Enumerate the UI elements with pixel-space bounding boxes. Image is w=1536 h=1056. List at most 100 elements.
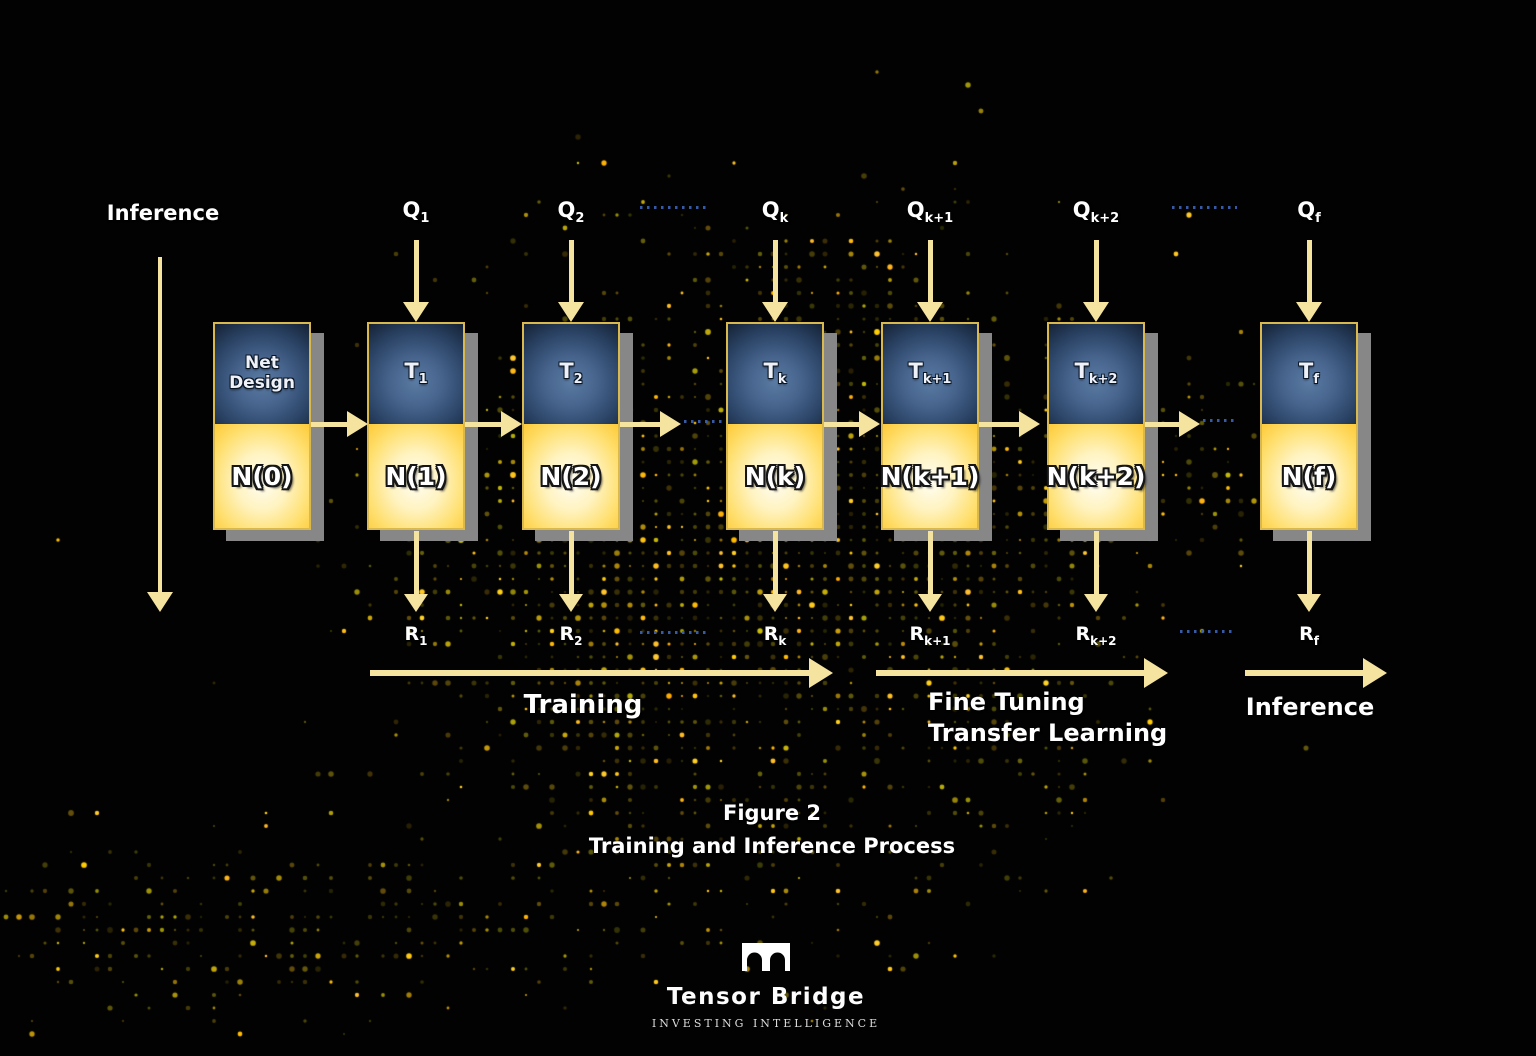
- figure-caption: Figure 2 Training and Inference Process: [472, 801, 1072, 858]
- query-label: Q2: [501, 198, 641, 226]
- ellipsis-dotted-line: [1180, 630, 1232, 633]
- training-block-label: Tk+1: [909, 359, 952, 388]
- training-block: T2: [524, 324, 618, 424]
- query-input-arrow: [1296, 240, 1322, 322]
- arrowhead-right-icon: [1363, 658, 1387, 688]
- label-subscript: k: [778, 633, 787, 648]
- arrowhead-right-icon: [1144, 658, 1168, 688]
- training-block: Tk+2: [1049, 324, 1143, 424]
- query-label: Qk+1: [860, 198, 1000, 226]
- label-subscript: f: [1313, 633, 1319, 648]
- label-subscript: 2: [573, 372, 583, 388]
- bridge-icon: [742, 943, 790, 971]
- training-block: T1: [369, 324, 463, 424]
- label-base: R: [1075, 623, 1091, 645]
- arrowhead-down-icon: [918, 594, 942, 612]
- training-block-label: T1: [404, 359, 427, 388]
- arrowhead-right-icon: [809, 658, 833, 688]
- network-block-label: N(f): [1281, 461, 1337, 491]
- network-block-label: N(k+2): [1046, 461, 1146, 491]
- query-label: Qk+2: [1026, 198, 1166, 226]
- network-block: N(2): [524, 424, 618, 528]
- label-base: T: [404, 359, 419, 384]
- training-block: Tf: [1262, 324, 1356, 424]
- logo-name: Tensor Bridge: [666, 984, 866, 1010]
- network-block: N(0): [215, 424, 309, 528]
- label-base: Q: [402, 198, 421, 222]
- label-subscript: k+1: [924, 211, 954, 227]
- arrowhead-right-icon: [859, 411, 880, 437]
- arrowhead-down-icon: [1083, 302, 1109, 322]
- label-base: Q: [906, 198, 925, 222]
- label-base: T: [559, 359, 574, 384]
- label-subscript: 1: [420, 211, 430, 227]
- label-subscript: 2: [575, 211, 585, 227]
- network-block: N(f): [1262, 424, 1356, 528]
- fine-tuning-phase-label: Fine Tuning Transfer Learning: [928, 687, 1167, 749]
- fine-tuning-label-line1: Fine Tuning: [928, 688, 1085, 716]
- label-base: R: [559, 623, 575, 645]
- label-subscript: f: [1315, 211, 1321, 227]
- result-label: Rk+1: [860, 623, 1000, 648]
- stage-connector-arrow: [824, 411, 880, 437]
- arrowhead-right-icon: [347, 411, 368, 437]
- network-block-label: N(2): [540, 461, 602, 491]
- arrowhead-right-icon: [1019, 411, 1040, 437]
- query-input-arrow: [558, 240, 584, 322]
- logo: Tensor Bridge INVESTING INTELLIGENCE: [566, 943, 966, 1030]
- label-base: Q: [1297, 198, 1316, 222]
- training-block-label: Tk+2: [1075, 359, 1118, 388]
- arrowhead-down-icon: [559, 594, 583, 612]
- query-input-arrow: [403, 240, 429, 322]
- result-output-arrow: [404, 531, 428, 612]
- label-subscript: k+2: [1090, 211, 1120, 227]
- arrowhead-down-icon: [762, 302, 788, 322]
- network-block: N(1): [369, 424, 463, 528]
- label-subscript: 2: [574, 633, 583, 648]
- arrowhead-down-icon: [1297, 594, 1321, 612]
- label-base: Q: [1072, 198, 1091, 222]
- inference-direction-arrow: [147, 257, 173, 612]
- label-base: R: [1299, 623, 1314, 645]
- result-output-arrow: [763, 531, 787, 612]
- label-base: R: [404, 623, 420, 645]
- left-inference-label: Inference: [106, 201, 220, 225]
- query-label: Q1: [346, 198, 486, 226]
- result-output-arrow: [559, 531, 583, 612]
- query-label: Qf: [1239, 198, 1379, 226]
- stage-connector-arrow: [465, 411, 522, 437]
- training-block-label: T2: [559, 359, 582, 388]
- arrowhead-down-icon: [917, 302, 943, 322]
- logo-tagline: INVESTING INTELLIGENCE: [651, 1017, 881, 1030]
- network-block: N(k): [728, 424, 822, 528]
- ellipsis-dotted-line: [640, 206, 706, 209]
- result-output-arrow: [1297, 531, 1321, 612]
- label-subscript: 1: [419, 633, 428, 648]
- arrowhead-down-icon: [404, 594, 428, 612]
- phase-arrow: [1245, 658, 1387, 688]
- stage-connector-arrow: [979, 411, 1040, 437]
- stage-connector-arrow: [1145, 411, 1200, 437]
- ellipsis-dotted-line: [1172, 206, 1237, 209]
- inference-phase-label: Inference: [1245, 693, 1375, 721]
- arrowhead-down-icon: [1084, 594, 1108, 612]
- arrowhead-down-icon: [403, 302, 429, 322]
- query-label: Qk: [705, 198, 845, 226]
- result-output-arrow: [1084, 531, 1108, 612]
- network-block-label: N(k): [744, 461, 806, 491]
- arrowhead-down-icon: [1296, 302, 1322, 322]
- net-design-line1: Net: [245, 353, 279, 374]
- figure-number: Figure 2: [722, 801, 822, 825]
- label-base: T: [763, 359, 778, 384]
- arrowhead-right-icon: [660, 411, 681, 437]
- arrowhead-down-icon: [147, 592, 173, 612]
